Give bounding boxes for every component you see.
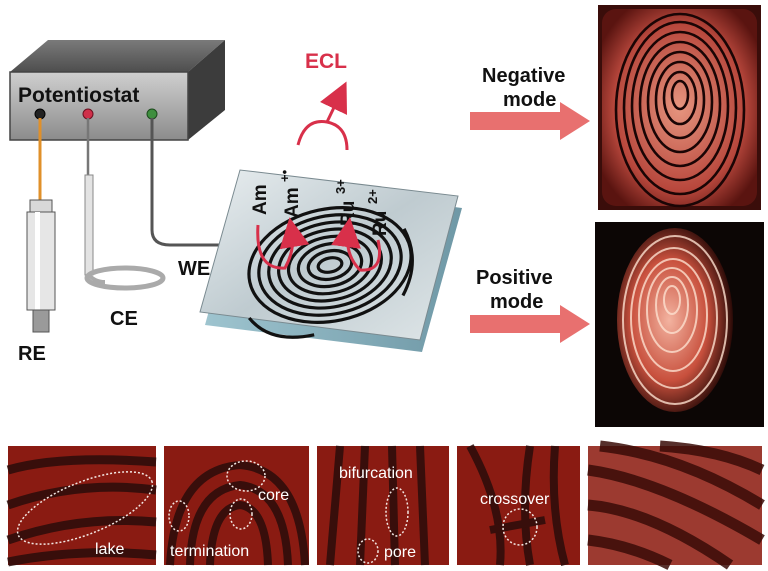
port-black <box>34 108 46 120</box>
species-am-radical: Am <box>282 187 303 218</box>
ecl-emission-arrow <box>319 81 348 123</box>
detail-label-core: core <box>258 487 289 504</box>
potentiostat-side <box>188 40 225 140</box>
detail-panels: lake core termination <box>6 440 765 570</box>
negative-mode-label-line1: Negative <box>482 65 565 87</box>
potentiostat: Potentiostat <box>9 40 225 141</box>
port-red <box>82 108 94 120</box>
species-ru2: Ru <box>370 211 391 236</box>
detail-panel-crossover: crossover <box>457 444 580 567</box>
ru-redox-arrow <box>331 217 381 272</box>
ecl-combine-arc <box>296 119 349 151</box>
detail-label-crossover: crossover <box>480 491 550 508</box>
reaction-scheme: Am Am +• Ru 3+ Ru 2+ ECL <box>250 50 391 272</box>
detail-label-termination: termination <box>170 543 249 560</box>
negative-mode-image <box>598 5 761 210</box>
positive-mode-label-line1: Positive <box>476 267 553 289</box>
ce-label: CE <box>110 308 138 330</box>
we-wire <box>150 118 225 247</box>
detail-label-lake: lake <box>95 541 124 558</box>
detail-panel-lake: lake <box>6 446 157 567</box>
species-ru2-charge: 2+ <box>365 189 380 204</box>
positive-mode-label-line2: mode <box>490 291 543 313</box>
counter-electrode <box>84 174 166 291</box>
ecl-label: ECL <box>305 50 347 73</box>
am-oxidation-arrow <box>256 217 310 270</box>
species-ru3-charge: 3+ <box>333 179 348 194</box>
negative-mode-label-line2: mode <box>503 89 556 111</box>
positive-mode-arrow <box>470 305 590 343</box>
detail-label-bifurcation: bifurcation <box>339 465 413 482</box>
reference-electrode <box>26 199 56 333</box>
positive-mode-image <box>595 222 764 427</box>
working-electrode-plate <box>199 169 462 352</box>
re-label: RE <box>18 343 46 365</box>
potentiostat-label: Potentiostat <box>18 84 139 107</box>
port-green <box>146 108 158 120</box>
detail-panel-bifurcation: bifurcation pore <box>317 445 449 566</box>
species-ru3: Ru <box>338 201 359 226</box>
species-am: Am <box>250 184 271 215</box>
we-label: WE <box>178 258 210 280</box>
detail-panel-core: core termination <box>164 446 309 566</box>
species-am-radical-charge: +• <box>277 169 292 182</box>
detail-panel-ridges <box>587 440 765 570</box>
potentiostat-top <box>10 40 225 72</box>
negative-mode-arrow <box>470 102 590 140</box>
detail-label-pore: pore <box>384 544 416 561</box>
